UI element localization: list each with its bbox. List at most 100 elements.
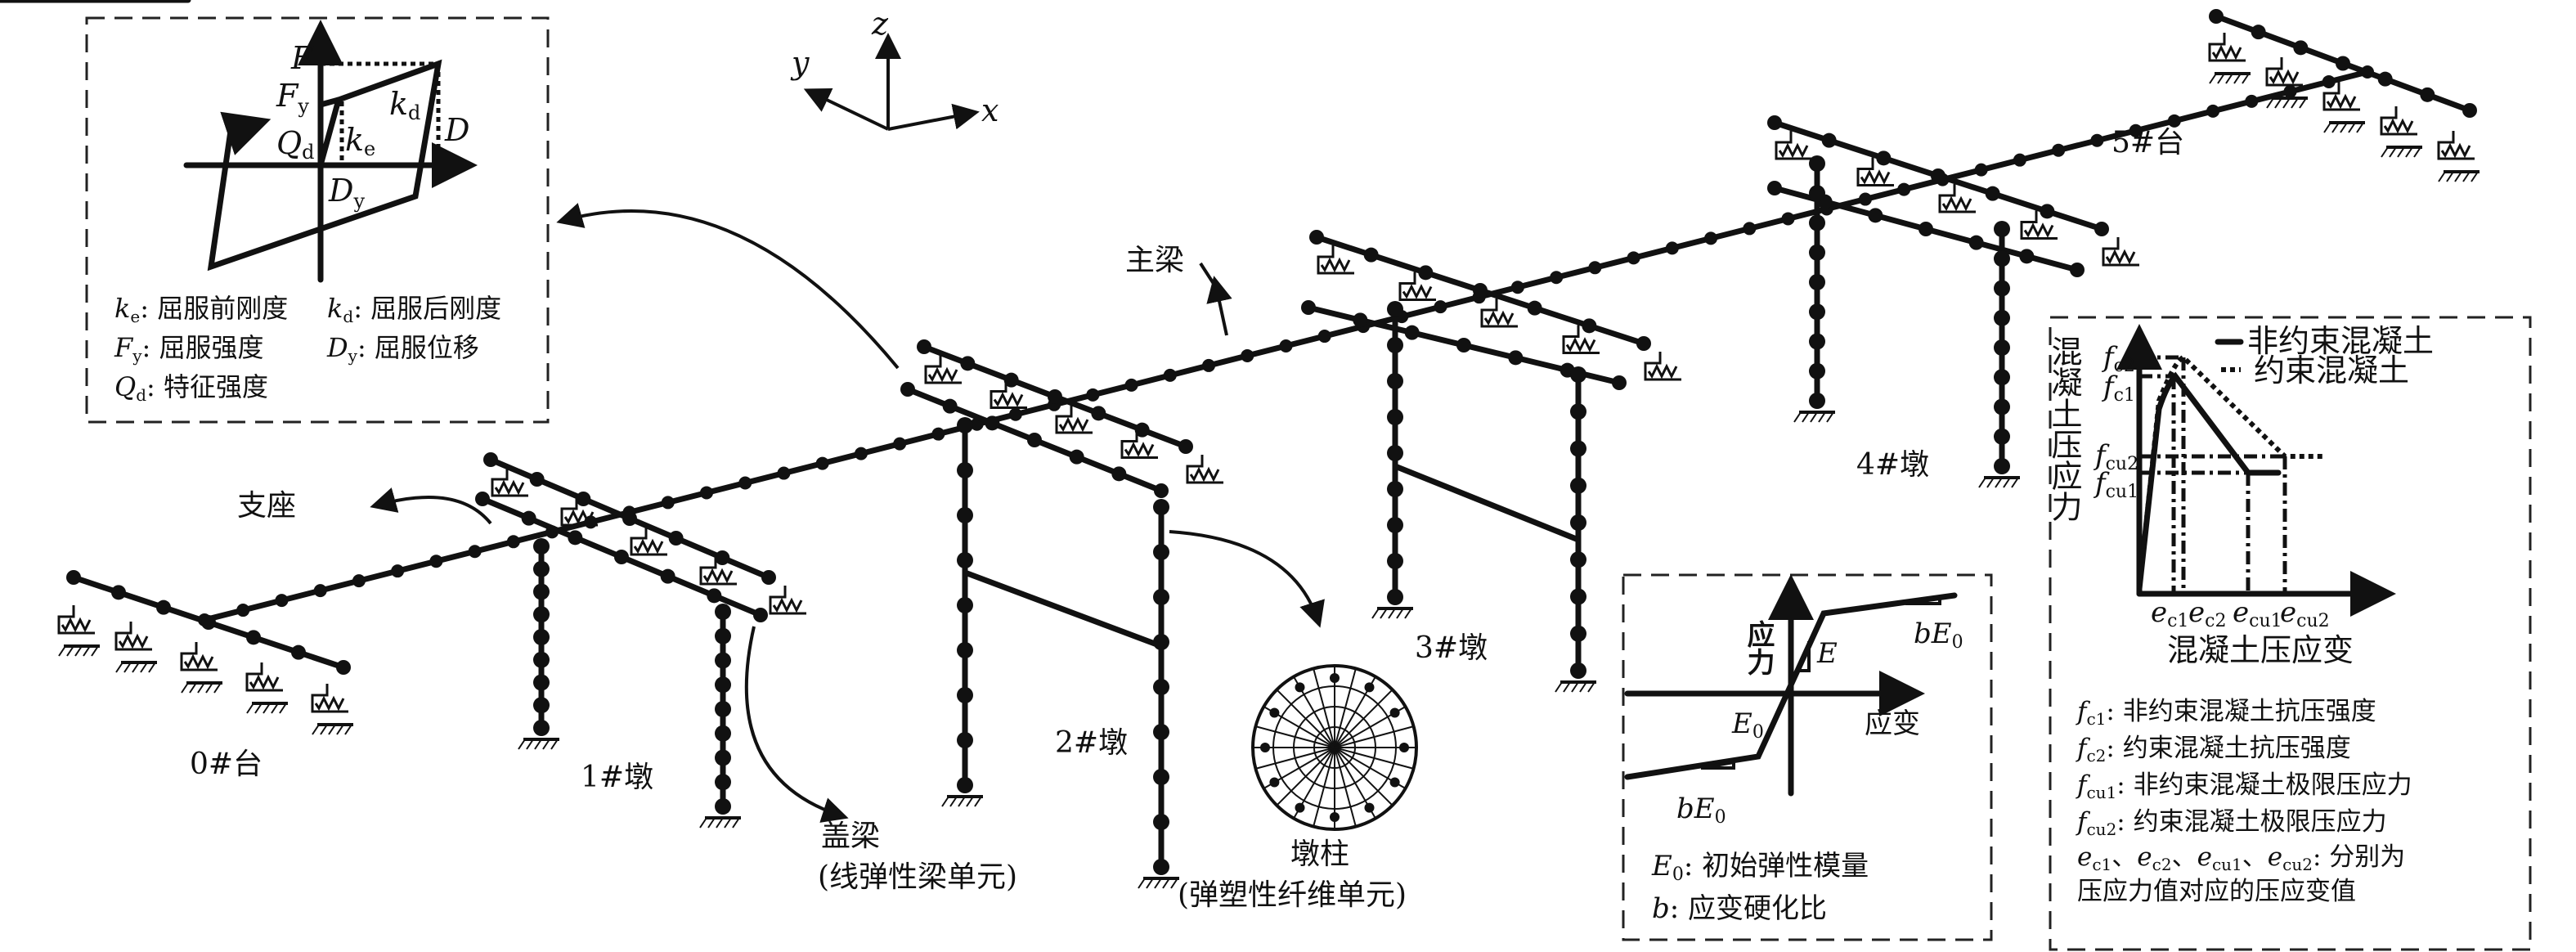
bearing-spring-icon — [702, 568, 734, 584]
bearing-spring-icon — [2269, 69, 2300, 85]
node — [2283, 84, 2297, 98]
node — [111, 585, 126, 600]
node — [1809, 214, 1825, 231]
fiber-ray — [1313, 747, 1335, 827]
node — [2129, 123, 2143, 137]
svg-text:ec2: ec2 — [2188, 596, 2226, 631]
bearing-spring-frame — [1562, 325, 1600, 354]
hatch — [2471, 171, 2479, 182]
label-Fy: Fy — [276, 78, 309, 118]
hatch — [2454, 171, 2462, 182]
node — [156, 599, 171, 615]
node — [1387, 589, 1403, 605]
hatch — [1371, 608, 1380, 619]
bearing-spring-icon — [1565, 337, 1596, 353]
node — [1570, 662, 1586, 679]
label-abutment-5: 5#台 — [2112, 126, 2184, 159]
node — [468, 545, 482, 559]
bearing-spring-frame — [57, 605, 95, 635]
fiber-ray — [1276, 689, 1335, 748]
hatch — [328, 724, 336, 735]
node — [1994, 339, 2010, 356]
node — [2322, 74, 2336, 88]
node — [1153, 859, 1169, 875]
fy-tick — [317, 97, 342, 108]
hatch — [550, 739, 559, 750]
node — [1809, 333, 1825, 350]
hatch — [2405, 146, 2413, 158]
node — [753, 608, 768, 622]
note-line-2: 压应力值对应的压应变值 — [2077, 877, 2356, 906]
node — [957, 687, 973, 703]
hatch — [123, 662, 132, 673]
hatch — [2413, 146, 2421, 158]
node — [815, 456, 829, 470]
node — [900, 382, 915, 397]
node — [1919, 222, 1933, 236]
node — [533, 606, 550, 623]
bearing-spring-icon — [1402, 284, 1433, 299]
node — [2420, 87, 2435, 102]
hatch — [213, 682, 222, 694]
bearing-spring-icon — [1058, 416, 1089, 433]
hatch — [1802, 411, 1810, 423]
node — [2462, 103, 2477, 118]
label-column-note: (弹塑性纤维单元) — [1178, 878, 1407, 912]
node — [1510, 281, 1524, 294]
bearing-spring-icon — [1320, 257, 1351, 273]
node — [1858, 192, 1872, 206]
node — [336, 660, 351, 675]
bearing-spring-icon — [1483, 310, 1515, 326]
node — [1434, 300, 1447, 314]
bearing-spring-frame — [114, 622, 152, 651]
svg-text:fc1: 非约束混凝土抗压强度: fc1: 非约束混凝土抗压强度 — [2076, 697, 2376, 729]
node — [1363, 247, 1379, 263]
node — [957, 552, 973, 568]
node — [1570, 588, 1586, 605]
node — [715, 774, 731, 791]
slope-triangle-bottom — [1700, 760, 1735, 770]
hatch — [132, 662, 140, 673]
bearing-spring-icon — [61, 617, 92, 633]
node — [2040, 204, 2055, 219]
node — [1069, 449, 1084, 465]
label-pier-1: 1#墩 — [581, 761, 653, 794]
label-F: F — [290, 40, 314, 76]
node — [1153, 724, 1169, 740]
hatch — [1793, 411, 1802, 423]
hatch — [699, 817, 707, 829]
bearing-spring-frame — [2437, 131, 2475, 160]
bearing-spring-frame — [491, 468, 528, 497]
node — [1809, 244, 1825, 261]
fiber-section — [1251, 664, 1418, 831]
cap-beam-arrow — [744, 626, 849, 823]
node — [1086, 388, 1100, 402]
hatch — [966, 796, 974, 807]
hatch — [2438, 171, 2446, 182]
node — [236, 604, 250, 617]
node — [957, 417, 973, 433]
node — [1897, 182, 1911, 196]
inset-border — [85, 16, 550, 424]
label-D: D — [444, 112, 469, 148]
label-bE0-bottom: bE0 — [1676, 793, 1726, 828]
node — [2293, 40, 2309, 56]
label-pier-2: 2#墩 — [1055, 726, 1128, 760]
label-ke: ke — [345, 122, 375, 160]
node — [1134, 422, 1150, 438]
bearing-spring-icon — [1941, 195, 1972, 212]
hatch — [1154, 878, 1162, 889]
bearing-spring-icon — [2023, 222, 2054, 238]
node — [1241, 348, 1254, 362]
hatch — [1162, 878, 1170, 889]
hatch — [279, 703, 287, 714]
hatch — [974, 796, 982, 807]
hatch — [1978, 477, 1986, 488]
bearing-spring-icon — [2326, 93, 2357, 110]
loading-arrow — [220, 111, 272, 155]
bearing-spring-frame — [311, 684, 348, 713]
hatch — [724, 817, 732, 829]
bearing-spring-icon — [1124, 442, 1155, 457]
node — [201, 615, 216, 630]
fiber-ray — [1313, 668, 1335, 748]
